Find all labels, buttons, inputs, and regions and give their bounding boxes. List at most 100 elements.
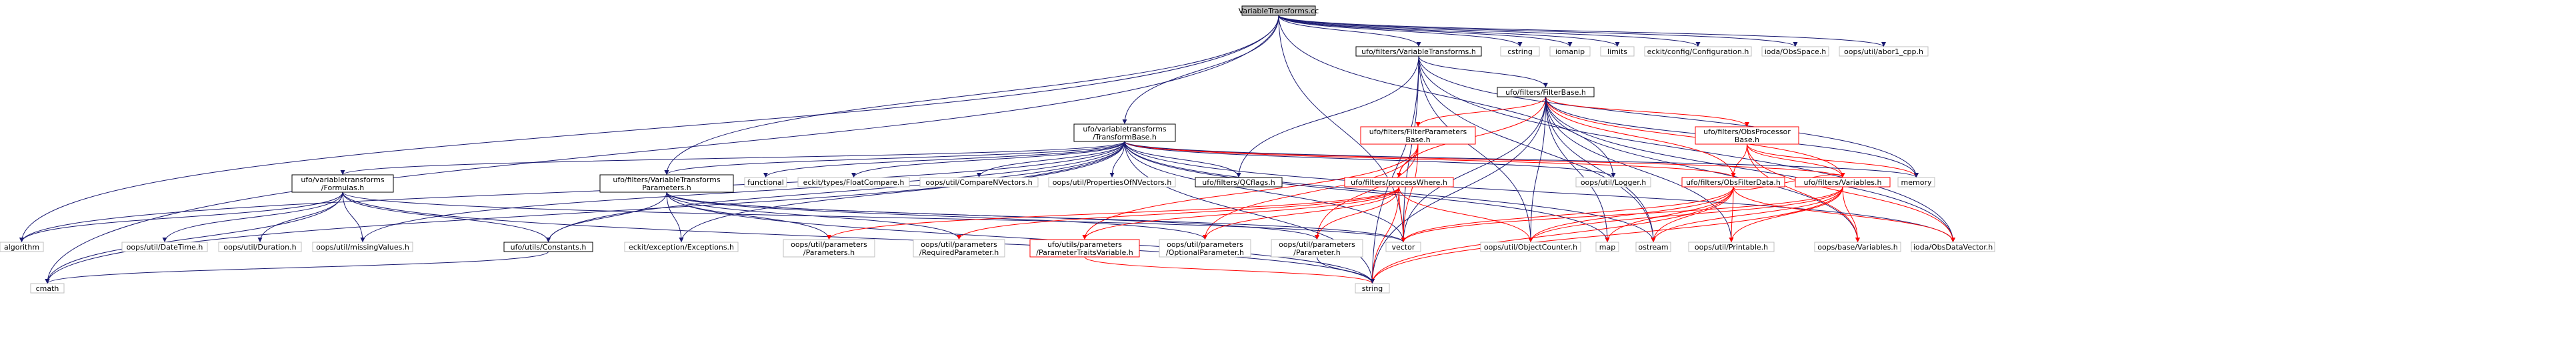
node-vtr_h[interactable]: ufo/filters/VariableTransforms.h <box>1355 46 1482 57</box>
node-box <box>30 283 65 294</box>
node-qcflags[interactable]: ufo/filters/QCflags.h <box>1195 177 1283 188</box>
edge-variables-to-objectcounter <box>1528 186 1843 243</box>
node-obsspace: ioda/ObsSpace.h <box>1761 46 1829 57</box>
node-label: string <box>1362 284 1383 293</box>
node-label: ufo/variabletransforms <box>1083 125 1167 133</box>
edge-processwhere-to-requiredparam <box>957 186 1399 240</box>
edge-root-to-transformbase <box>1122 15 1279 125</box>
edge-filterbase-to-ostream <box>1545 96 1656 243</box>
node-traitsvariable[interactable]: ufo/utils/parameters/ParameterTraitsVari… <box>1029 239 1140 258</box>
edge-obsfilterdata-to-variables <box>1733 172 1845 190</box>
node-box <box>1681 177 1785 188</box>
edge-processwhere-to-optionalparam <box>1203 186 1399 240</box>
node-parameter: oops/util/parameters/Parameter.h <box>1271 239 1363 258</box>
node-label: /Parameter.h <box>1293 248 1340 257</box>
edge-filterbase-to-basevariables <box>1545 96 1860 243</box>
edge-constants-to-cmath <box>45 251 549 284</box>
edge-filterbase-to-fpbase <box>1415 96 1546 127</box>
node-box <box>121 242 208 252</box>
edge-transformbase-to-logger <box>1124 141 1616 178</box>
node-transformbase[interactable]: ufo/variabletransforms/TransformBase.h <box>1073 123 1176 142</box>
edge-transformbase-to-qcflags <box>1124 141 1241 178</box>
node-ostream: ostream <box>1635 242 1671 252</box>
node-box <box>1029 239 1140 258</box>
node-floatcompare: eckit/types/FloatCompare.h <box>797 177 910 188</box>
node-box <box>312 242 413 252</box>
node-box <box>744 177 787 188</box>
edge-opbase-to-variables <box>1747 143 1845 178</box>
edge-processwhere-to-parameters <box>827 186 1399 240</box>
edge-transformbase-to-missingvalues <box>360 141 1125 243</box>
node-label: oops/util/parameters <box>921 240 997 249</box>
edge-filterbase-to-obsdatavector <box>1545 96 1955 243</box>
node-label: oops/util/missingValues.h <box>316 243 409 252</box>
node-requiredparam: oops/util/parameters/RequiredParameter.h <box>913 239 1005 258</box>
node-processwhere[interactable]: ufo/filters/processWhere.h <box>1344 177 1454 188</box>
edge-vtparams-to-optionalparam <box>666 192 1207 240</box>
node-iomanip: iomanip <box>1549 46 1591 57</box>
edge-variables-to-printable <box>1729 186 1843 243</box>
edge-root-to-vtparams <box>664 15 1279 175</box>
edge-fpbase-to-traitsvariable <box>1082 143 1419 240</box>
edge-root-to-obsspace <box>1278 15 1798 47</box>
node-label: oops/util/parameters <box>1279 240 1355 249</box>
node-box <box>1839 46 1929 57</box>
node-label: ufo/filters/ObsFilterData.h <box>1686 178 1781 187</box>
node-label: ufo/filters/VariableTransforms <box>613 175 721 184</box>
edge-vtr_h-to-objectcounter <box>1418 55 1533 243</box>
edge-traitsvariable-to-string <box>1084 256 1375 284</box>
edge-variables-to-ostream <box>1651 186 1843 243</box>
node-duration: oops/util/Duration.h <box>218 242 302 252</box>
node-box <box>1355 46 1482 57</box>
edge-vtr_h-to-ostream <box>1418 55 1656 243</box>
node-filterbase[interactable]: ufo/filters/FilterBase.h <box>1497 87 1595 97</box>
edge-transformbase-to-exceptions <box>679 141 1125 243</box>
node-label: oops/util/ObjectCounter.h <box>1484 243 1577 252</box>
node-cmath: cmath <box>30 283 65 294</box>
node-box <box>1159 239 1251 258</box>
node-propertiesnv: oops/util/PropertiesOfNVectors.h <box>1048 177 1176 188</box>
node-formulas[interactable]: ufo/variabletransforms/Formulas.h <box>291 174 394 193</box>
edge-obsfilterdata-to-obsdatavector <box>1733 186 1955 243</box>
node-box <box>1549 46 1591 57</box>
node-box <box>1911 242 1995 252</box>
node-label: ioda/ObsSpace.h <box>1765 47 1827 56</box>
node-box <box>1355 283 1390 294</box>
node-eckit_conf: eckit/config/Configuration.h <box>1644 46 1752 57</box>
node-obsfilterdata[interactable]: ufo/filters/ObsFilterData.h <box>1681 177 1785 188</box>
edge-transformbase-to-formulas <box>340 141 1125 175</box>
node-vtparams[interactable]: ufo/filters/VariableTransformsParameters… <box>599 174 734 193</box>
node-box <box>503 242 593 252</box>
edge-root-to-vector <box>1278 15 1406 243</box>
edge-formulas-to-missingvalues <box>342 192 365 243</box>
edge-parameter-to-string <box>1317 256 1375 284</box>
edge-formulas-to-algorithm <box>19 192 343 243</box>
node-box <box>1795 177 1891 188</box>
node-optionalparam: oops/util/parameters/OptionalParameter.h <box>1159 239 1251 258</box>
edge-processwhere-to-string <box>1370 186 1399 284</box>
node-algorithm: algorithm <box>0 242 44 252</box>
node-box <box>1600 46 1635 57</box>
node-root[interactable]: VariableTransforms.cc <box>1239 5 1319 16</box>
edge-vtparams-to-vector <box>666 192 1406 243</box>
node-box <box>1897 177 1935 188</box>
node-label: ufo/filters/VariableTransforms.h <box>1361 47 1476 56</box>
edge-filterbase-to-objectcounter <box>1528 96 1546 243</box>
node-label: oops/util/Printable.h <box>1695 243 1768 252</box>
edge-transformbase-to-functional <box>763 141 1125 178</box>
edge-filterbase-to-obsfilterdata <box>1545 96 1736 178</box>
node-label: ioda/ObsDataVector.h <box>1913 243 1993 252</box>
node-label: Parameters.h <box>642 184 691 192</box>
node-label: limits <box>1607 47 1627 56</box>
node-label: ostream <box>1638 243 1668 252</box>
node-variables[interactable]: ufo/filters/Variables.h <box>1795 177 1891 188</box>
node-label: eckit/exception/Exceptions.h <box>629 243 734 252</box>
node-label: ufo/utils/parameters <box>1047 240 1122 249</box>
edge-obsfilterdata-to-string <box>1370 186 1734 284</box>
node-parameters: oops/util/parameters/Parameters.h <box>783 239 875 258</box>
node-constants[interactable]: ufo/utils/Constants.h <box>503 242 593 252</box>
edge-transformbase-to-algorithm <box>19 141 1125 243</box>
